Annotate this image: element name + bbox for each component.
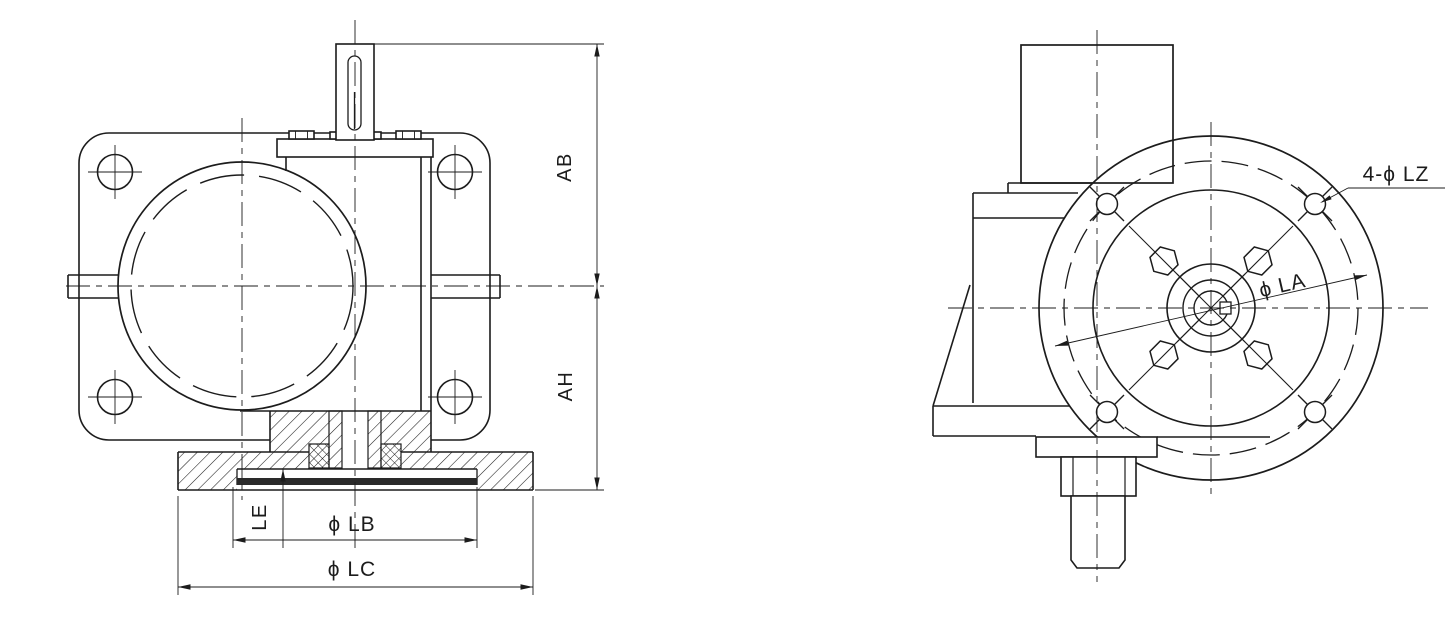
hex-bolt [1149, 246, 1179, 276]
side-centerlines [948, 30, 1428, 582]
bushing-wall [367, 410, 382, 469]
hex-bolt [1243, 340, 1273, 370]
dim-la [1054, 274, 1368, 347]
base-plate-section [177, 451, 534, 491]
base-pedestal [932, 405, 1270, 438]
mounting-hole [1089, 186, 1125, 222]
hex-bolt [1243, 246, 1273, 276]
bushing-wall [328, 410, 343, 469]
keyway-slot [347, 55, 362, 131]
bottom-hub-section [240, 410, 432, 469]
dim-label-lz: 4-ϕ LZ [1363, 163, 1430, 186]
mounting-hole [1297, 186, 1333, 222]
input-shaft [329, 43, 382, 141]
dim-label-la: ϕ LA [1257, 269, 1308, 302]
bolt-hole [428, 145, 482, 199]
bottom-shaft [1035, 436, 1158, 569]
side-view: 4-ϕ LZ ϕ LA [932, 30, 1445, 582]
seal-block [380, 443, 402, 469]
dim-label-ah: AH [555, 371, 577, 402]
flange-plate [78, 132, 491, 441]
hex-bolts [1149, 246, 1273, 370]
mounting-hole [1297, 394, 1333, 430]
output-flange-disc [236, 468, 478, 485]
front-centerlines [66, 20, 604, 552]
housing-sides [285, 157, 432, 411]
dim-label-lb: ϕ LB [328, 513, 375, 536]
front-view: AB AH LE ϕ LB ϕ LC [66, 20, 604, 595]
flange-bolt-holes [88, 145, 482, 424]
side-tab-right [431, 274, 501, 299]
dim-label-le: LE [249, 503, 271, 530]
leader-lz [1320, 187, 1445, 203]
housing-steps [932, 182, 1093, 407]
bolt-hole [88, 145, 142, 199]
seal-block [308, 443, 330, 469]
dim-label-ab: AB [554, 152, 576, 182]
front-dimensions [177, 43, 604, 595]
dim-label-lc: ϕ LC [328, 558, 376, 581]
mounting-hole [1089, 394, 1125, 430]
mounting-holes [1089, 186, 1333, 430]
side-tab-left [67, 274, 118, 299]
hex-bolt [1149, 340, 1179, 370]
bolt-hole [88, 370, 142, 424]
bolt-hole [428, 370, 482, 424]
